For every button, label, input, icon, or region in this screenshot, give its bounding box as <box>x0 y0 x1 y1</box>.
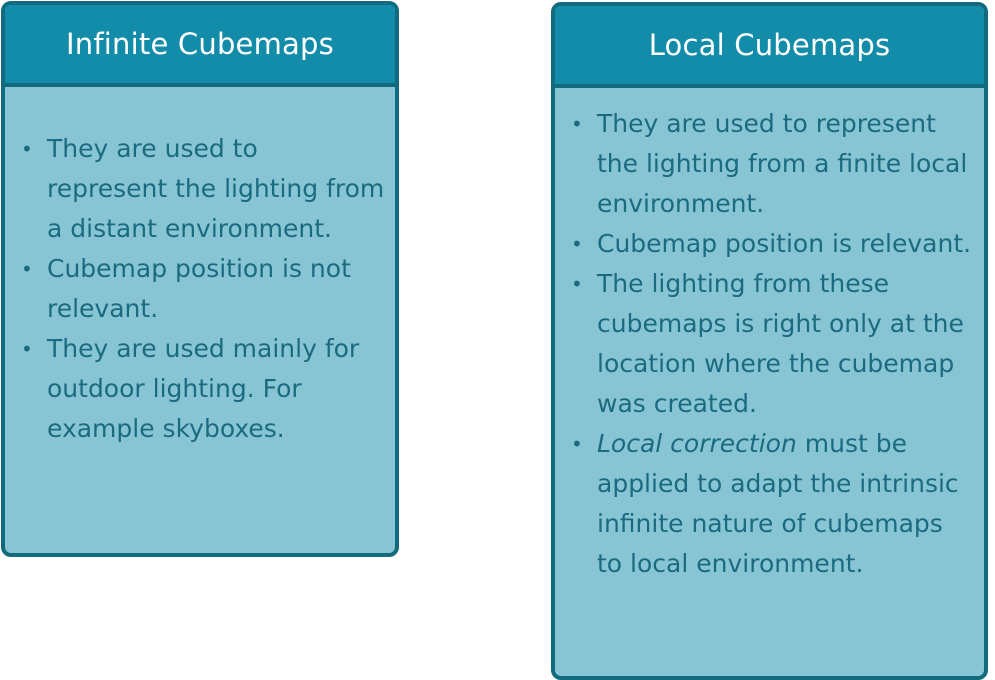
bullet-item: • They are used to represent the lighting… <box>569 104 974 224</box>
local-correction-emphasis: Local correction <box>597 429 797 458</box>
bullet-item: • Cubemap position is relevant. <box>569 224 974 264</box>
bullet-text: They are used mainly for outdoor lightin… <box>47 334 360 443</box>
bullet-item: • They are used mainly for outdoor lighti… <box>19 329 385 449</box>
infinite-cubemaps-body: • They are used to represent the lighting… <box>5 87 395 449</box>
local-cubemaps-list: • They are used to represent the lighting… <box>569 104 974 584</box>
bullet-item: • They are used to represent the lighting… <box>19 129 385 249</box>
bullet-item: • Cubemap position is not relevant. <box>19 249 385 329</box>
bullet-item: • Local correction must be applied to ada… <box>569 424 974 584</box>
bullet-text: The lighting from these cubemaps is righ… <box>597 269 964 418</box>
local-cubemaps-title: Local Cubemaps <box>555 6 984 88</box>
bullet-dot-icon: • <box>21 137 33 161</box>
infinite-cubemaps-title: Infinite Cubemaps <box>5 5 395 87</box>
bullet-dot-icon: • <box>571 272 583 296</box>
infinite-cubemaps-card: Infinite Cubemaps • They are used to repr… <box>1 1 399 557</box>
bullet-dot-icon: • <box>21 257 33 281</box>
bullet-dot-icon: • <box>21 337 33 361</box>
infinite-cubemaps-list: • They are used to represent the lighting… <box>19 129 385 449</box>
bullet-text: They are used to represent the lighting … <box>597 109 968 218</box>
bullet-text: must be applied to adapt the intrinsic i… <box>597 429 959 578</box>
local-cubemaps-body: • They are used to represent the lighting… <box>555 88 984 584</box>
bullet-text: They are used to represent the lighting … <box>47 134 385 243</box>
local-cubemaps-card: Local Cubemaps • They are used to represe… <box>551 2 988 680</box>
bullet-item: • The lighting from these cubemaps is rig… <box>569 264 974 424</box>
bullet-text: Cubemap position is not relevant. <box>47 254 351 323</box>
bullet-dot-icon: • <box>571 112 583 136</box>
bullet-dot-icon: • <box>571 232 583 256</box>
bullet-dot-icon: • <box>571 432 583 456</box>
bullet-text: Cubemap position is relevant. <box>597 229 972 258</box>
